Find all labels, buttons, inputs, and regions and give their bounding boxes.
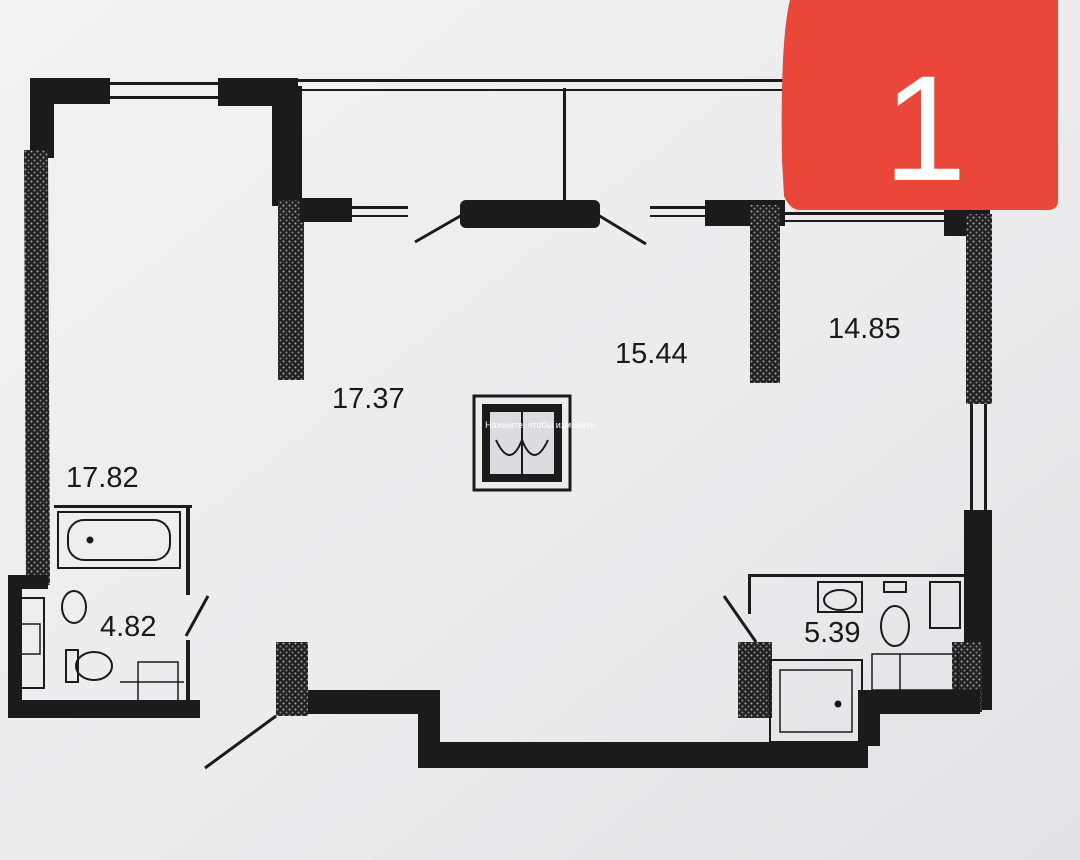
area-label-room-left: 17.82 <box>66 462 139 494</box>
bathroom-right <box>748 574 964 743</box>
area-label-living-center-left: 17.37 <box>332 383 405 415</box>
area-label-bathroom-right: 5.39 <box>804 617 860 649</box>
outer-walls <box>8 78 992 770</box>
toilet-icon <box>880 581 910 647</box>
badge-number: 1 <box>883 44 966 212</box>
number-badge: 1 <box>781 0 1058 212</box>
area-labels: 17.82 17.37 15.44 14.85 4.82 5.39 <box>66 313 901 649</box>
bathroom-left <box>15 505 192 703</box>
area-label-room-right: 14.85 <box>828 313 901 345</box>
center-caption: Нажмите, чтобы изменить <box>485 420 595 430</box>
shower-tray-icon <box>769 659 863 743</box>
area-label-bathroom-left: 4.82 <box>100 611 156 643</box>
ventilation-shaft-icon <box>472 394 572 492</box>
sink-icon <box>817 581 863 613</box>
sink-icon <box>61 590 87 624</box>
bathtub-icon <box>57 511 181 569</box>
toilet-icon <box>65 649 113 683</box>
area-label-living-center: 15.44 <box>615 338 688 370</box>
